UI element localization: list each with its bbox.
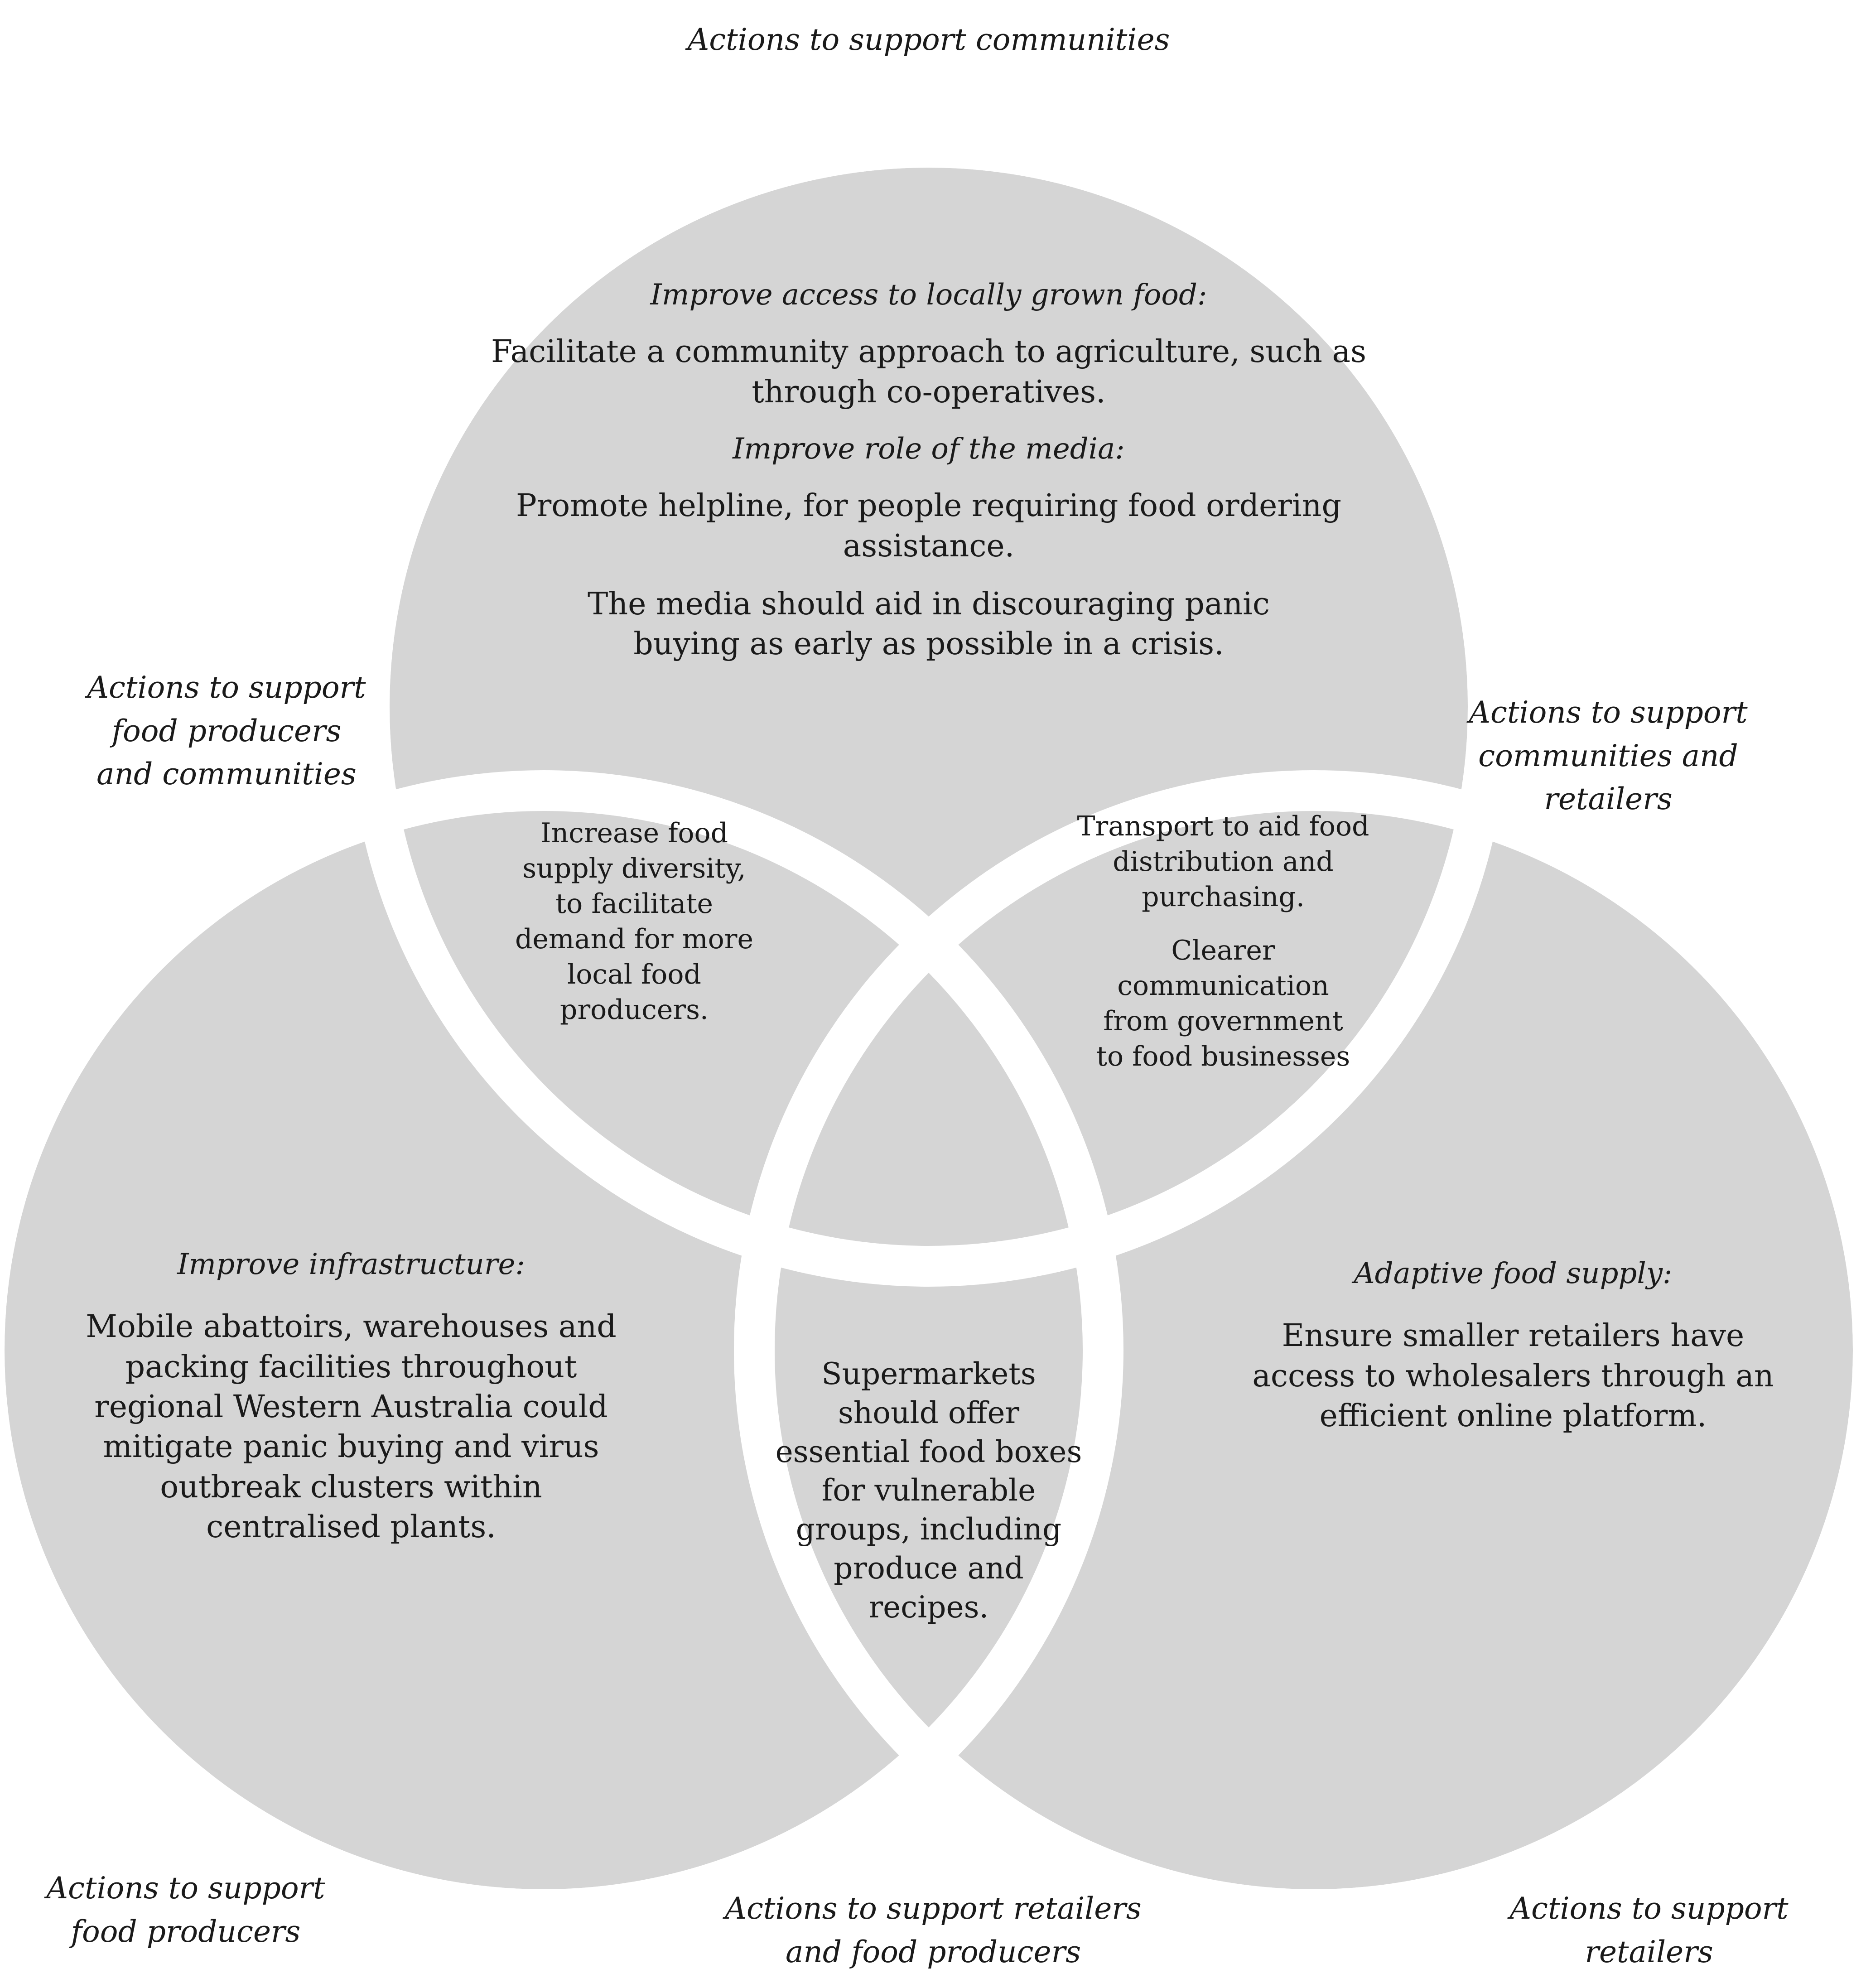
- label-communities: Actions to support communities: [687, 22, 1170, 57]
- text-abattoirs: Mobile abattoirs, warehouses and packing…: [86, 1309, 617, 1545]
- heading-media: Improve role of the media:: [733, 432, 1125, 466]
- text-community-agriculture: Facilitate a community approach to agric…: [491, 334, 1366, 410]
- top-circle-text: Improve access to locally grown food: Fa…: [467, 276, 1391, 665]
- label-retailers-and-food-producers: Actions to support retailers and food pr…: [725, 1891, 1142, 1969]
- venn-gaps: [0, 127, 1861, 1930]
- text-smaller-retailers: Ensure smaller retailers have access to …: [1252, 1318, 1774, 1434]
- text-panic-buying: The media should aid in discouraging pan…: [587, 586, 1270, 662]
- label-food-producers-and-communities: Actions to support food producers and co…: [87, 670, 366, 792]
- overlap-bottom-text: Supermarkets should offer essential food…: [775, 1356, 1082, 1625]
- heading-infrastructure: Improve infrastructure:: [177, 1248, 525, 1281]
- heading-local-food: Improve access to locally grown food:: [650, 278, 1207, 312]
- label-food-producers: Actions to support food producers: [46, 1871, 325, 1949]
- text-transport: Transport to aid food distribution and p…: [1077, 811, 1369, 913]
- label-communities-and-retailers: Actions to support communities and retai…: [1469, 695, 1748, 817]
- text-clearer-communication: Clearer communication from government to…: [1096, 935, 1350, 1072]
- overlap-right-text: Transport to aid food distribution and p…: [1042, 809, 1404, 1074]
- left-circle-text: Improve infrastructure: Mobile abattoirs…: [72, 1246, 630, 1548]
- overlap-left-text: Increase food supply diversity, to facil…: [515, 817, 753, 1026]
- label-retailers: Actions to support retailers: [1509, 1891, 1789, 1969]
- heading-adaptive-supply: Adaptive food supply:: [1354, 1257, 1673, 1290]
- right-circle-text: Adaptive food supply: Ensure smaller ret…: [1232, 1255, 1794, 1436]
- text-helpline: Promote helpline, for people requiring f…: [516, 488, 1341, 564]
